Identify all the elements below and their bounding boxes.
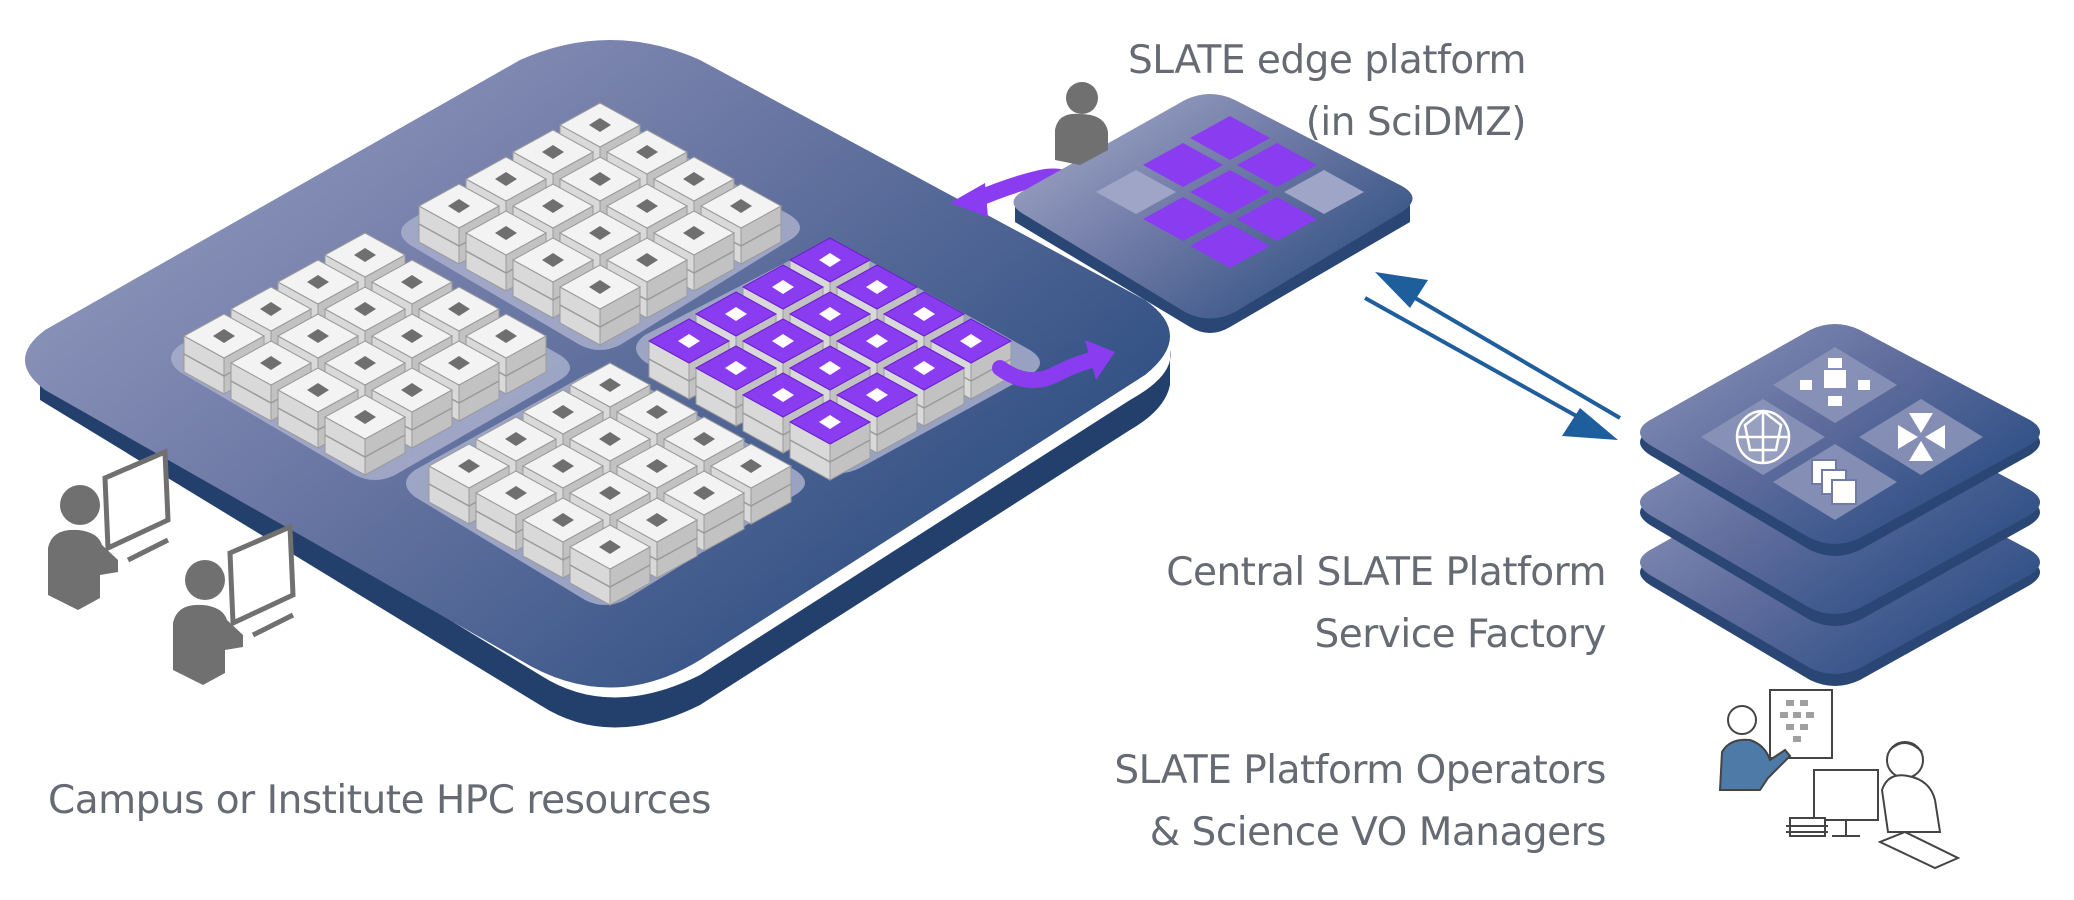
sync-arrow-up [1408, 293, 1622, 420]
operators-label-line1: SLATE Platform Operators [1114, 748, 1606, 793]
server-clusters [182, 102, 1013, 606]
campus-platform-top [25, 40, 1170, 688]
network-sphere-icon [1735, 409, 1791, 465]
compress-arrows-icon [1898, 413, 1945, 461]
flow-arrow-out [992, 350, 1108, 389]
campus-platform-side [40, 350, 1171, 728]
edge-platform [1013, 94, 1413, 333]
edge-slot [1143, 143, 1223, 187]
server-node [323, 394, 407, 476]
edge-slot [1190, 116, 1270, 160]
edge-platform-side [1015, 205, 1410, 333]
edge-slot [1190, 224, 1270, 268]
stack-copy-icon [1811, 459, 1857, 505]
edge-slot [1284, 170, 1364, 214]
edge-slot [1143, 197, 1223, 241]
edge-slot [1190, 170, 1270, 214]
operators-label-line2: & Science VO Managers [1149, 810, 1607, 855]
edge-platform-label-line1: SLATE edge platform [1127, 38, 1527, 83]
server-node [605, 237, 689, 319]
central-layer-1 [1640, 324, 2040, 556]
person-icon [1055, 82, 1108, 165]
central-platform-label-line1: Central SLATE Platform [1166, 550, 1606, 595]
sync-arrow-up-head [1375, 272, 1428, 308]
server-node [568, 524, 652, 606]
operators-label: SLATE Platform Operators & Science VO Ma… [1114, 740, 1606, 864]
server-node [558, 264, 642, 346]
active-server-node [788, 399, 872, 481]
edge-slot [1096, 170, 1176, 214]
operators-illustration [1718, 689, 1961, 870]
edge-platform-label-line2: (in SciDMZ) [1305, 100, 1527, 145]
campus-label-text: Campus or Institute HPC resources [48, 778, 711, 823]
edge-platform-top [1013, 94, 1413, 319]
computer-user-icon [173, 523, 296, 685]
central-platform [1640, 324, 2040, 686]
edge-slot [1237, 143, 1317, 187]
sync-arrow-down-head [1562, 408, 1618, 440]
sync-arrow-down [1364, 296, 1581, 420]
flow-arrow-out-head [1085, 340, 1115, 380]
edge-slots [1096, 116, 1364, 268]
flow-arrow-in-head [950, 183, 988, 217]
central-platform-label: Central SLATE Platform Service Factory [1166, 542, 1606, 666]
edge-platform-label: SLATE edge platform (in SciDMZ) [1127, 30, 1527, 154]
computer-user-icon [48, 448, 171, 610]
central-tile [1859, 399, 1983, 475]
hierarchy-icon [1800, 358, 1870, 406]
central-platform-label-line2: Service Factory [1314, 612, 1607, 657]
edge-slot [1237, 197, 1317, 241]
campus-label: Campus or Institute HPC resources [48, 770, 711, 832]
sync-arrows [1364, 272, 1622, 440]
